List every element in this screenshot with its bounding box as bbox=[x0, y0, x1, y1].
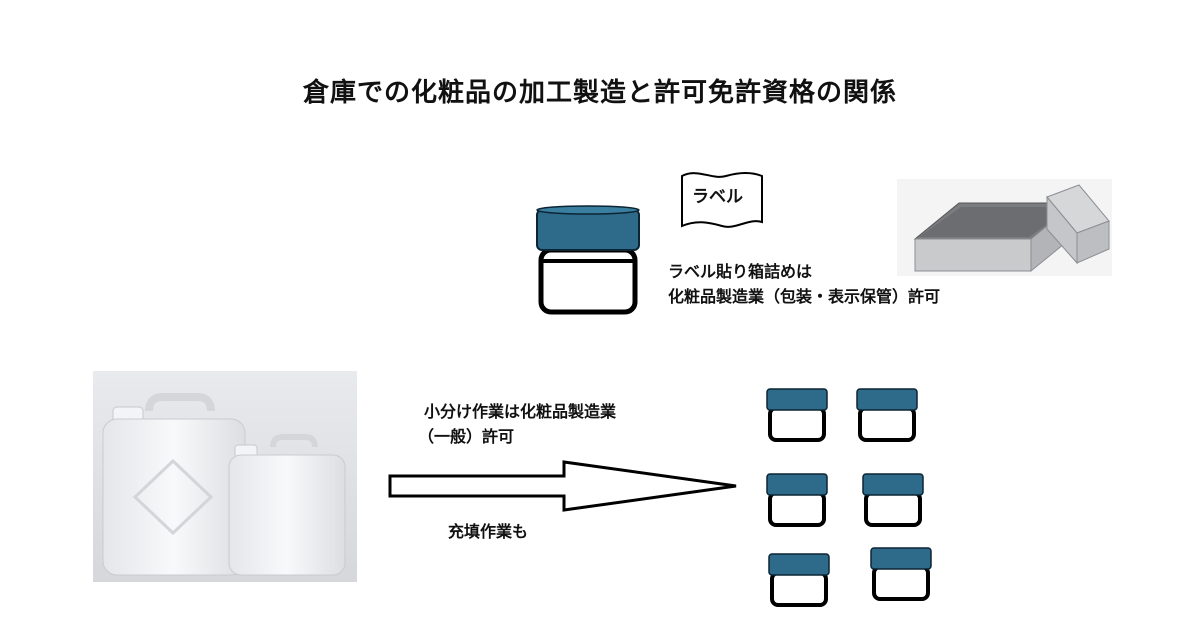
jar-icon bbox=[768, 553, 830, 607]
label-flag-text: ラベル bbox=[692, 187, 743, 207]
jar-icon bbox=[870, 547, 932, 601]
jar-icon bbox=[856, 388, 918, 442]
subdivide-note-line1: 小分け作業は化粧品製造業 bbox=[424, 402, 617, 421]
right-arrow-icon bbox=[388, 460, 737, 512]
open-box-image bbox=[897, 179, 1112, 276]
jar-icon bbox=[536, 205, 640, 315]
page-title: 倉庫での化粧品の加工製造と許可免許資格の関係 bbox=[302, 78, 897, 108]
filling-note: 充填作業も bbox=[448, 522, 529, 541]
canister-image bbox=[93, 371, 357, 582]
label-flag-icon bbox=[681, 172, 763, 228]
packaging-note-line2: 化粧品製造業（包装・表示保管）許可 bbox=[668, 287, 941, 306]
jar-icon bbox=[862, 473, 924, 527]
subdivide-note-line2: （一般）許可 bbox=[418, 427, 515, 446]
packaging-note-line1: ラベル貼り箱詰めは bbox=[668, 262, 813, 281]
jar-icon bbox=[766, 388, 828, 442]
jar-icon bbox=[766, 473, 828, 527]
